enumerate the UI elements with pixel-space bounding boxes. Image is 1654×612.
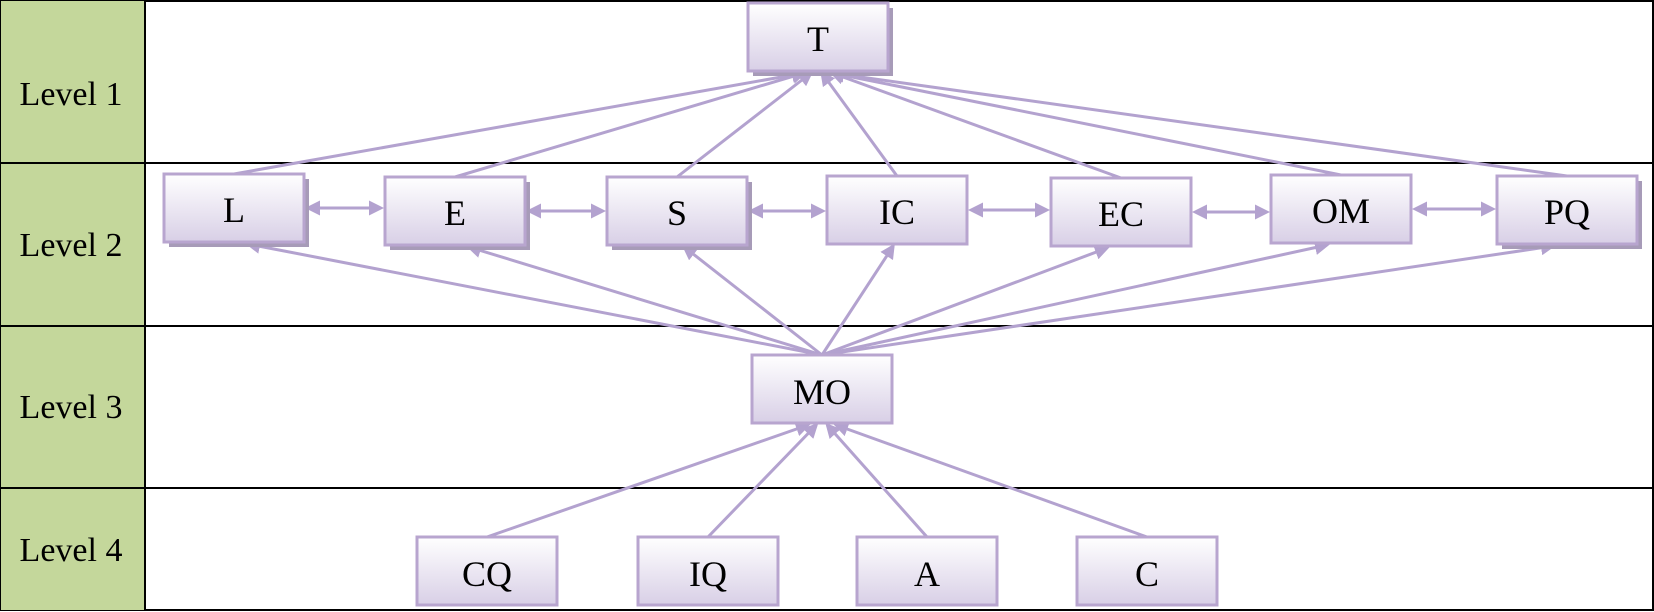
edge-cq-mo [486,421,811,539]
node-label: IC [879,192,915,232]
level-label-1: Level 1 [20,76,123,113]
node-IC: IC [825,174,969,246]
node-label: L [223,190,245,230]
edge-mo-om [821,240,1330,357]
edge-mo-ic [820,243,895,356]
node-IQ: IQ [636,535,780,607]
node-layer: T L E S IC EC OM [162,1,1642,607]
edge-e-t [454,69,807,179]
edge-layer [233,67,1568,539]
edge-c-mo [833,422,1148,539]
node-label: S [667,193,687,233]
level-band-4 [1,488,145,610]
node-PQ: PQ [1495,174,1642,249]
node-MO: MO [750,353,894,425]
node-label: PQ [1544,192,1590,232]
node-label: MO [793,372,851,412]
level-band-3 [1,326,145,488]
node-S: S [605,175,752,250]
edge-ec-t [829,70,1122,180]
node-EC: EC [1049,176,1193,248]
level-band-1 [1,1,145,163]
level-label-2: Level 2 [20,227,123,264]
edge-mo-l [245,238,823,357]
edge-s-t [676,71,814,179]
node-C: C [1075,535,1219,607]
edge-om-t [829,68,1342,177]
level-label-4: Level 4 [20,532,123,569]
edge-iq-mo [706,422,819,539]
node-label: E [444,193,466,233]
node-label: CQ [462,554,512,594]
edge-l-t [233,67,807,176]
node-label: T [807,19,829,59]
edge-pq-t [829,67,1568,178]
edge-a-mo [825,422,929,538]
node-label: OM [1312,191,1370,231]
node-label: EC [1098,194,1144,234]
node-label: C [1135,554,1159,594]
level-band-2 [1,163,145,326]
edge-mo-s [681,245,823,357]
node-CQ: CQ [415,535,559,607]
node-label: A [914,554,940,594]
node-label: IQ [689,554,727,594]
edge-mo-pq [821,240,1556,357]
level-label-3: Level 3 [20,389,123,426]
node-OM: OM [1269,173,1413,245]
edge-mo-e [466,243,823,357]
node-E: E [383,175,530,250]
edge-mo-ec [821,245,1110,357]
node-A: A [855,535,999,607]
edge-ic-t [820,70,899,177]
node-T: T [746,1,893,76]
node-L: L [162,172,309,247]
